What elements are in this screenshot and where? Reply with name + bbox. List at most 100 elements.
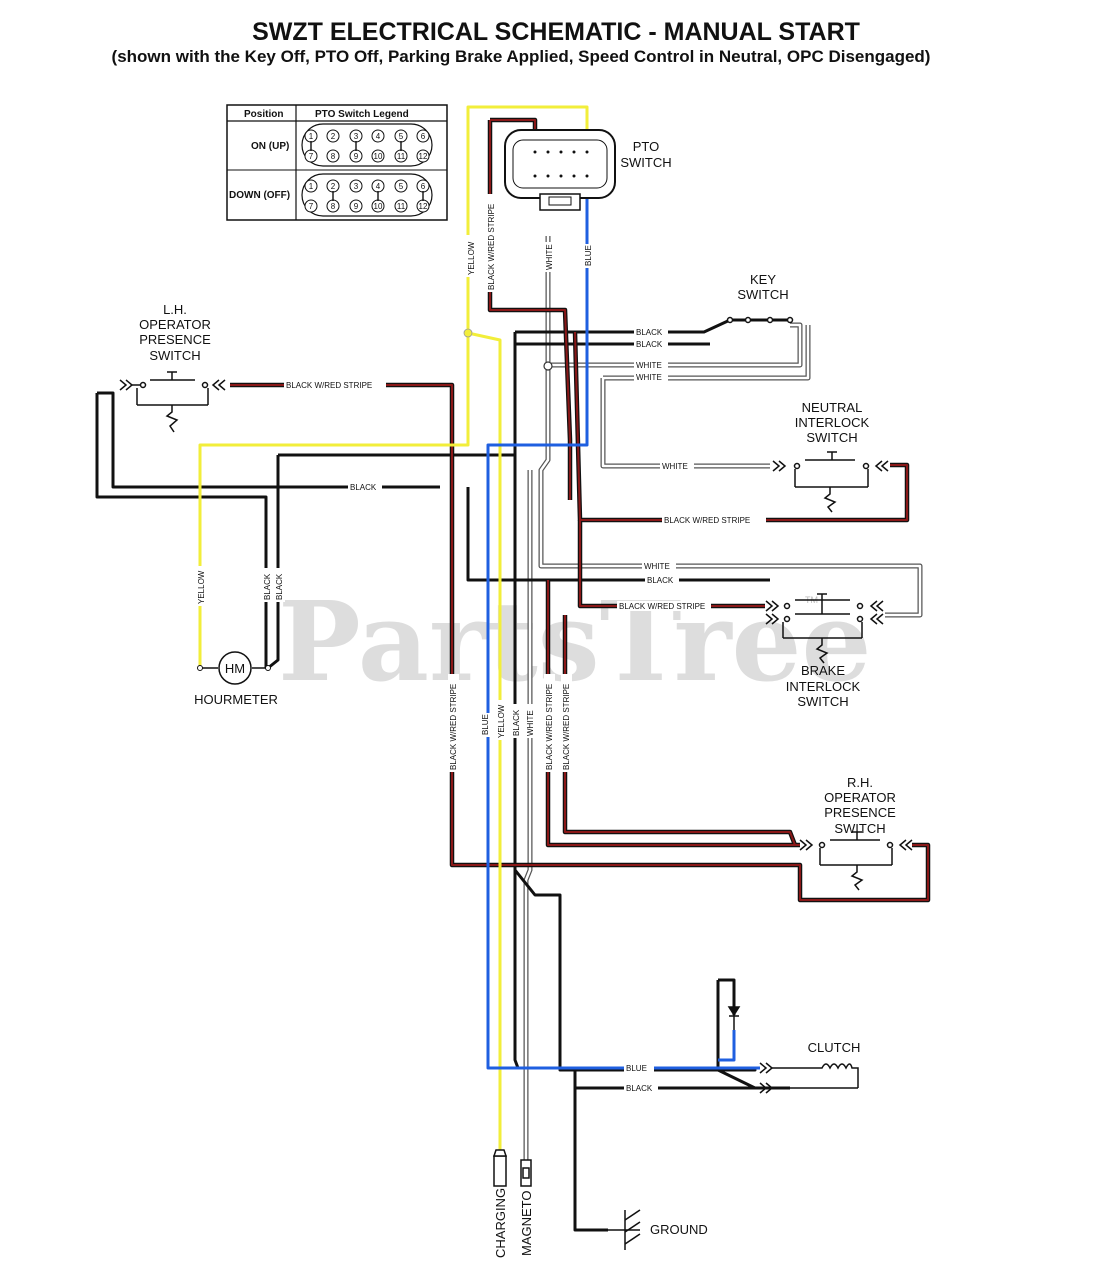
legend-pin-circle — [371, 149, 385, 163]
wire-label-white-1: WHITE — [636, 361, 662, 370]
legend-pin-circle — [304, 179, 318, 193]
legend-pin-number: 1 — [309, 132, 314, 141]
lh-ops-label-3: PRESENCE — [139, 332, 211, 347]
lh-ops-label-4: SWITCH — [149, 348, 200, 363]
key-switch-label-2: SWITCH — [737, 287, 788, 302]
legend-pin-number: 2 — [331, 182, 336, 191]
wire-label-blue-top: BLUE — [584, 245, 593, 266]
rh-ops-label-2: OPERATOR — [824, 790, 896, 805]
wire-label-yellow-hm: YELLOW — [197, 570, 206, 604]
lh-ops-label-2: OPERATOR — [139, 317, 211, 332]
legend-pin-circle — [326, 129, 340, 143]
legend-pin-circle — [371, 129, 385, 143]
legend-pin-number: 10 — [374, 202, 383, 211]
ground-symbol — [608, 1209, 641, 1250]
wire-label-white-low: WHITE — [526, 710, 535, 736]
legend-pin-number: 6 — [421, 132, 426, 141]
neutral-interlock-symbol — [772, 451, 889, 513]
legend-pin-number: 3 — [354, 132, 359, 141]
legend-pin-number: 7 — [309, 152, 314, 161]
brake-label-1: BRAKE — [801, 663, 845, 678]
blue-wires — [486, 196, 760, 1070]
wire-label-black-1: BLACK — [636, 328, 663, 337]
legend-pin-number: 11 — [397, 202, 406, 211]
white-junction — [543, 361, 553, 371]
wire-label-white-2: WHITE — [636, 373, 662, 382]
brake-label-2: INTERLOCK — [786, 679, 861, 694]
hourmeter-hm: HM — [225, 661, 245, 676]
key-switch-symbol — [726, 316, 794, 324]
wire-label-blue-clutch: BLUE — [626, 1064, 647, 1073]
wire-label-yellow-low: YELLOW — [497, 704, 506, 738]
pto-legend-table: Position PTO Switch Legend ON (UP) DOWN … — [226, 104, 448, 221]
brake-label-3: SWITCH — [797, 694, 848, 709]
magneto-connector — [520, 1159, 532, 1187]
legend-col-title: PTO Switch Legend — [315, 109, 409, 120]
legend-pin-circle — [326, 149, 340, 163]
ground-label: GROUND — [650, 1222, 708, 1237]
wire-label-blue-low: BLUE — [481, 714, 490, 735]
legend-pin-circle — [416, 149, 430, 163]
legend-pin-number: 8 — [331, 152, 336, 161]
legend-pin-number: 9 — [354, 202, 359, 211]
page-subtitle: (shown with the Key Off, PTO Off, Parkin… — [111, 47, 931, 66]
legend-pin-number: 6 — [421, 182, 426, 191]
legend-pin-number: 3 — [354, 182, 359, 191]
legend-pin-circle — [349, 199, 363, 213]
legend-pin-number: 4 — [376, 182, 381, 191]
legend-pin-number: 4 — [376, 132, 381, 141]
pto-switch-label-2: SWITCH — [620, 155, 671, 170]
legend-pin-circle — [349, 179, 363, 193]
rh-ops-label-1: R.H. — [847, 775, 873, 790]
legend-pin-number: 12 — [419, 152, 428, 161]
wire-label-blackred-neutral: BLACK W/RED STRIPE — [664, 516, 750, 525]
legend-pin-number: 11 — [397, 152, 406, 161]
legend-pin-number: 10 — [374, 152, 383, 161]
brake-interlock-symbol — [765, 593, 884, 664]
wire-label-black-low: BLACK — [512, 709, 521, 736]
wire-label-blackred-brake: BLACK W/RED STRIPE — [619, 602, 705, 611]
wire-label-black-clutch: BLACK — [626, 1084, 653, 1093]
wire-labels: YELLOW BLACK W/RED STRIPE WHITE BLUE BLA… — [196, 194, 766, 1093]
black-red-wires-stripe — [230, 119, 929, 901]
wire-label-black-mid: BLACK — [350, 483, 377, 492]
wire-label-blackred-top: BLACK W/RED STRIPE — [487, 204, 496, 290]
rh-ops-label-4: SWITCH — [834, 821, 885, 836]
legend-pin-number: 8 — [331, 202, 336, 211]
charging-label: CHARGING — [493, 1188, 508, 1258]
rh-ops-label-3: PRESENCE — [824, 805, 896, 820]
legend-pin-number: 2 — [331, 132, 336, 141]
legend-col-position: Position — [244, 109, 283, 120]
wire-label-black-hm-2: BLACK — [275, 573, 284, 600]
legend-pin-circle — [416, 129, 430, 143]
wire-label-white-brake: WHITE — [644, 562, 670, 571]
hourmeter-symbol — [197, 651, 271, 685]
watermark: PartsTree — [278, 577, 872, 706]
legend-row-on: ON (UP) — [251, 141, 289, 152]
wire-label-white-neutral: WHITE — [662, 462, 688, 471]
wire-label-blackred-low-2: BLACK W/RED STRIPE — [545, 684, 554, 770]
legend-pin-circle — [394, 179, 408, 193]
legend-pin-circle — [394, 199, 408, 213]
hourmeter-label: HOURMETER — [194, 692, 278, 707]
wire-label-blackred-low-1: BLACK W/RED STRIPE — [449, 684, 458, 770]
white-wires-core — [524, 236, 922, 1160]
legend-pin-number: 5 — [399, 132, 404, 141]
legend-row-down: DOWN (OFF) — [229, 190, 290, 201]
legend-pin-number: 1 — [309, 182, 314, 191]
yellow-junction — [463, 328, 473, 338]
rh-ops-switch-symbol — [799, 831, 913, 891]
wire-label-blackred-low-3: BLACK W/RED STRIPE — [562, 684, 571, 770]
wire-label-black-brake: BLACK — [647, 576, 674, 585]
legend-pin-number: 5 — [399, 182, 404, 191]
clutch-symbol — [727, 1003, 859, 1094]
charging-connector — [492, 1149, 508, 1187]
pto-switch-label-1: PTO — [633, 139, 660, 154]
magneto-label: MAGNETO — [519, 1191, 534, 1257]
lh-ops-label-1: L.H. — [163, 302, 187, 317]
wire-label-blackred-lh: BLACK W/RED STRIPE — [286, 381, 372, 390]
neutral-label-3: SWITCH — [806, 430, 857, 445]
wire-label-black-2: BLACK — [636, 340, 663, 349]
legend-pin-number: 9 — [354, 152, 359, 161]
